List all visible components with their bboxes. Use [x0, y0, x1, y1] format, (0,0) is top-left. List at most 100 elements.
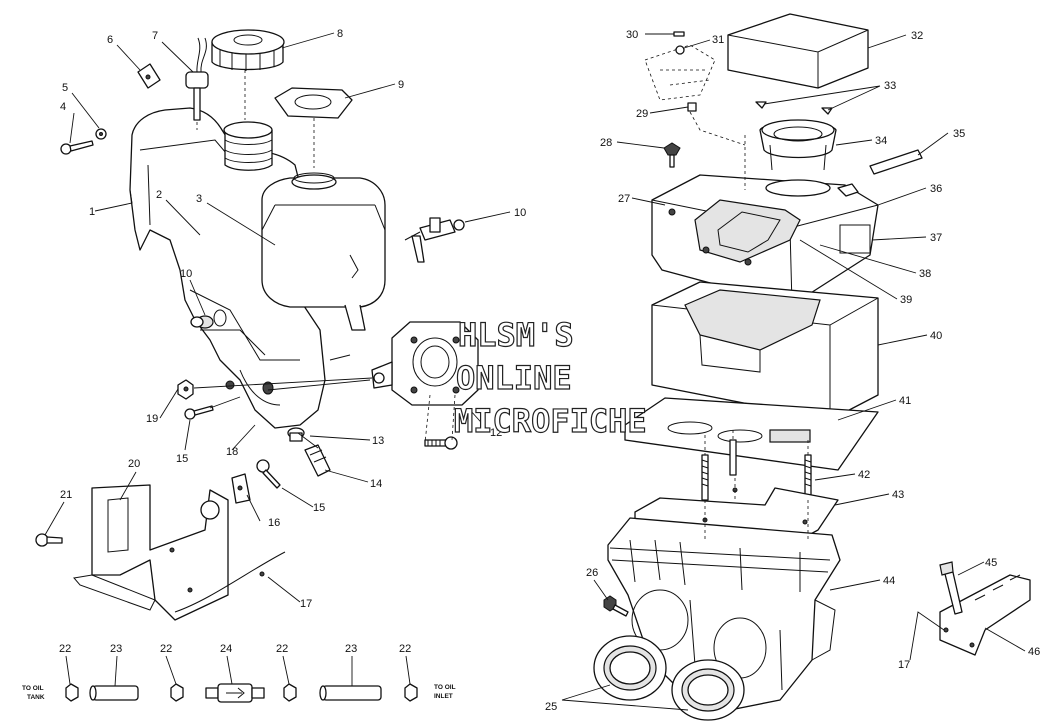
pump-bolt [424, 436, 458, 450]
callout-10a: 10 [514, 207, 526, 219]
callout-21: 21 [60, 489, 72, 501]
callout-40: 40 [930, 330, 942, 342]
callout-22b: 22 [160, 643, 172, 655]
callout-41: 41 [899, 395, 911, 407]
callout-22c: 22 [276, 643, 288, 655]
callout-20: 20 [128, 458, 140, 470]
callout-30: 30 [626, 29, 638, 41]
airbox-lid [651, 174, 879, 306]
screw-and-washer [60, 128, 107, 155]
callout-15b: 15 [313, 502, 325, 514]
callout-10b: 10 [180, 268, 192, 280]
callout-3: 3 [196, 193, 202, 205]
callout-17b: 17 [898, 659, 910, 671]
callout-32: 32 [911, 30, 923, 42]
callout-22d: 22 [399, 643, 411, 655]
oil-reservoir [261, 172, 386, 331]
drain-fitting [404, 217, 465, 263]
callout-26: 26 [586, 567, 598, 579]
bracket-small [137, 63, 161, 89]
callout-15a: 15 [176, 453, 188, 465]
callout-28: 28 [600, 137, 612, 149]
to-oil-tank-label: TO OIL [22, 685, 44, 692]
grommet [190, 316, 204, 328]
callout-4: 4 [60, 101, 66, 113]
airbox-gasket [624, 397, 879, 471]
airbox-insert [651, 281, 879, 421]
callout-39: 39 [900, 294, 912, 306]
screw-21 [35, 533, 63, 547]
air-filter-block [727, 13, 869, 89]
hose-fitting [287, 427, 305, 442]
callout-7: 7 [152, 30, 158, 42]
callout-33: 33 [884, 80, 896, 92]
callout-35: 35 [953, 128, 965, 140]
callout-6: 6 [107, 34, 113, 46]
callout-31: 31 [712, 34, 724, 46]
hose-connector [304, 444, 331, 477]
linkage-ghost [644, 31, 746, 146]
callout-17a: 17 [300, 598, 312, 610]
callout-labels: 1 2 3 4 5 6 7 8 9 10 10 12 13 14 15 15 1… [59, 28, 1040, 713]
hose-end-labels: TO OIL TANK TO OIL INLET [22, 684, 456, 701]
watermark-line-3: MICROFICHE [454, 402, 647, 440]
oil-pump [371, 321, 479, 406]
callout-25: 25 [545, 701, 557, 713]
callout-13: 13 [372, 435, 384, 447]
callout-24: 24 [220, 643, 232, 655]
callout-5: 5 [62, 82, 68, 94]
leader-lines [44, 32, 1026, 711]
callout-2: 2 [156, 189, 162, 201]
callout-27: 27 [618, 193, 630, 205]
callout-36: 36 [930, 183, 942, 195]
callout-19: 19 [146, 413, 158, 425]
clip [231, 473, 251, 504]
base-screw [603, 595, 629, 617]
mounting-bracket [73, 484, 229, 621]
callout-16: 16 [268, 517, 280, 529]
gasket [274, 87, 353, 119]
callout-23b: 23 [345, 643, 357, 655]
filler-neck [223, 121, 273, 171]
to-oil-inlet-label-2: INLET [434, 693, 453, 700]
callout-46: 46 [1028, 646, 1040, 658]
inline-filter [205, 683, 265, 703]
callout-38: 38 [919, 268, 931, 280]
intake-boots [593, 635, 745, 721]
watermark-line-1: HLSM'S [458, 316, 574, 354]
callout-1: 1 [89, 206, 95, 218]
callout-12: 12 [490, 427, 502, 439]
tank-cap [211, 29, 285, 71]
nut [177, 379, 194, 400]
screw-lower [256, 459, 281, 489]
callout-9: 9 [398, 79, 404, 91]
tie-strap [174, 551, 286, 613]
callout-44: 44 [883, 575, 895, 587]
watermark-line-2: ONLINE [456, 359, 572, 397]
foam-strip [869, 149, 923, 175]
callout-45: 45 [985, 557, 997, 569]
screw [184, 405, 214, 420]
callout-37: 37 [930, 232, 942, 244]
callout-42: 42 [858, 469, 870, 481]
callout-43: 43 [892, 489, 904, 501]
hose-row [65, 683, 418, 703]
callout-34: 34 [875, 135, 887, 147]
alignment-lines-left [193, 70, 456, 449]
lid-screw [663, 142, 681, 168]
screws-33 [755, 101, 833, 115]
callout-14: 14 [370, 478, 382, 490]
callout-29: 29 [636, 108, 648, 120]
to-oil-tank-label-2: TANK [27, 694, 45, 701]
callout-23a: 23 [110, 643, 122, 655]
level-sensor [185, 37, 209, 121]
callout-18: 18 [226, 446, 238, 458]
side-bracket [939, 561, 1031, 656]
watermark: HLSM'S ONLINE MICROFICHE [453, 315, 647, 440]
callout-8: 8 [337, 28, 343, 40]
alignment-lines [704, 135, 809, 540]
to-oil-inlet-label: TO OIL [434, 684, 456, 691]
intake-boot [759, 119, 837, 171]
